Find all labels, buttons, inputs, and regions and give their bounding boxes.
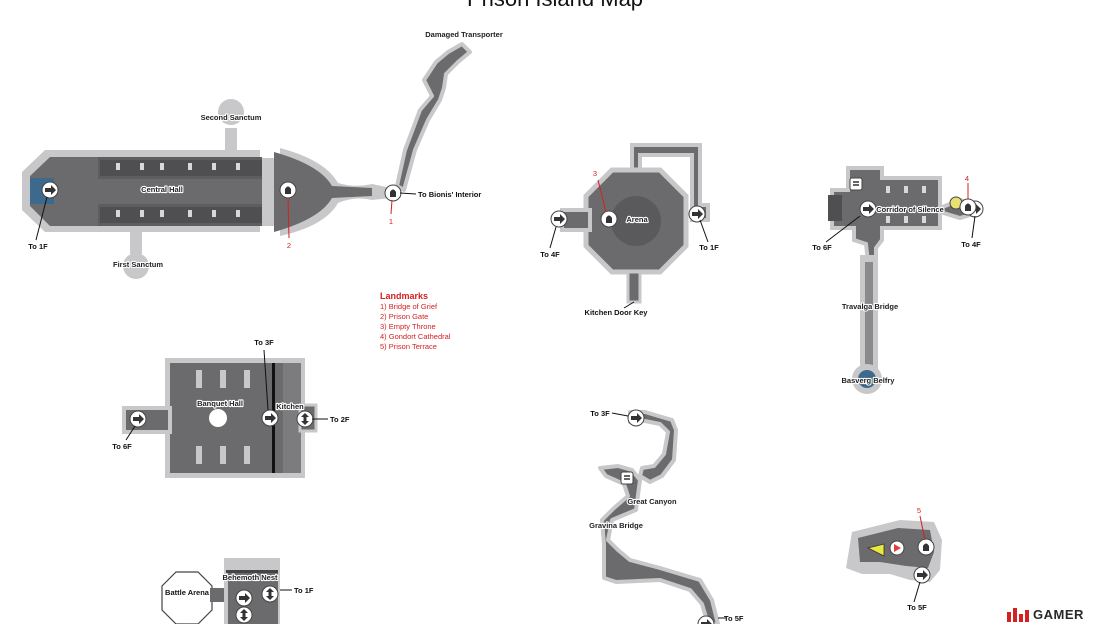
central-hall-label: Central Hall bbox=[141, 185, 183, 194]
landmarks-legend: Landmarks 1) Bridge of Grief 2) Prison G… bbox=[380, 291, 450, 352]
legend-item: 1) Bridge of Grief bbox=[380, 302, 438, 311]
gamer-logo: GAMER bbox=[1007, 607, 1084, 622]
landmark-number: 5 bbox=[917, 506, 921, 515]
save-icon[interactable] bbox=[889, 540, 905, 556]
legend-item: 4) Gondort Cathedral bbox=[380, 332, 451, 341]
floor-link-label[interactable]: To 4F bbox=[540, 250, 560, 259]
landmark-number: 3 bbox=[593, 169, 597, 178]
legend-item: 5) Prison Terrace bbox=[380, 342, 437, 351]
quest-icon[interactable] bbox=[849, 177, 863, 191]
travalga-bridge-label: Travalga Bridge bbox=[842, 302, 898, 311]
landmark-number: 2 bbox=[287, 241, 291, 250]
warp-arrow-icon[interactable] bbox=[550, 210, 568, 228]
floor-link-label[interactable]: To 5F bbox=[724, 614, 744, 623]
floor-link-label[interactable]: To 6F bbox=[112, 442, 132, 451]
legend-item: 3) Empty Throne bbox=[380, 322, 436, 331]
floor-link-label[interactable]: To 3F bbox=[590, 409, 610, 418]
basverg-belfry-label: Basverg Belfry bbox=[842, 376, 896, 385]
logo-mark-icon bbox=[1007, 607, 1029, 622]
warp-arrow-icon[interactable] bbox=[235, 589, 253, 607]
warp-arrow-icon[interactable] bbox=[261, 409, 279, 427]
first-sanctum-label: First Sanctum bbox=[113, 260, 163, 269]
legend-item: 2) Prison Gate bbox=[380, 312, 429, 321]
gravina-bridge-path bbox=[598, 464, 720, 624]
kitchen-door-key-label: Kitchen Door Key bbox=[585, 308, 649, 317]
corridor-region bbox=[828, 166, 982, 394]
logo-text: GAMER bbox=[1033, 607, 1084, 622]
floor-link-label[interactable]: To 1F bbox=[28, 242, 48, 251]
floor-link-label[interactable]: To 4F bbox=[961, 240, 981, 249]
floor-link-label[interactable]: To 3F bbox=[254, 338, 274, 347]
warp-arrow-icon[interactable] bbox=[913, 566, 931, 584]
stairs-icon[interactable] bbox=[235, 606, 253, 624]
central-hall-region bbox=[22, 99, 400, 279]
floor-link-label[interactable]: To 6F bbox=[812, 243, 832, 252]
second-sanctum-label: Second Sanctum bbox=[201, 113, 262, 122]
great-canyon-label: Great Canyon bbox=[627, 497, 677, 506]
battle-arena-label: Battle Arena bbox=[165, 588, 210, 597]
landmark-icon[interactable] bbox=[917, 538, 935, 556]
landmark-leaders bbox=[287, 179, 969, 541]
kitchen-label: Kitchen bbox=[276, 402, 304, 411]
banquet-hall-label: Banquet Hall bbox=[197, 399, 243, 408]
stairs-icon[interactable] bbox=[261, 585, 279, 603]
great-canyon-path bbox=[628, 410, 678, 484]
landmark-number: 1 bbox=[389, 217, 393, 226]
warp-arrow-icon[interactable] bbox=[859, 200, 877, 218]
behemoth-nest-label: Behemoth Nest bbox=[222, 573, 278, 582]
legend-heading: Landmarks bbox=[380, 291, 429, 301]
warp-arrow-icon[interactable] bbox=[627, 409, 645, 427]
landmark-icon[interactable] bbox=[279, 181, 297, 199]
to-bionis-interior-label: To Bionis' Interior bbox=[418, 190, 481, 199]
floor-link-label[interactable]: To 1F bbox=[294, 586, 314, 595]
landmark-icon[interactable] bbox=[384, 184, 402, 202]
warp-arrow-icon[interactable] bbox=[129, 410, 147, 428]
floor-link-label[interactable]: To 5F bbox=[907, 603, 927, 612]
corridor-of-silence-label: Corridor of Silence bbox=[876, 205, 944, 214]
landmark-icon[interactable] bbox=[600, 210, 618, 228]
landmark-icon[interactable] bbox=[959, 198, 977, 216]
floor-link-label[interactable]: To 1F bbox=[699, 243, 719, 252]
gravina-bridge-label: Gravina Bridge bbox=[589, 521, 643, 530]
damaged-transporter-path bbox=[395, 42, 472, 192]
map-title: Prison Island Map bbox=[0, 0, 1110, 12]
banquet-hall-region bbox=[122, 358, 318, 478]
warp-arrow-icon[interactable] bbox=[41, 181, 59, 199]
floor-link-label[interactable]: To 2F bbox=[330, 415, 350, 424]
leader-lines bbox=[35, 192, 976, 619]
damaged-transporter-label: Damaged Transporter bbox=[425, 30, 503, 39]
arena-label: Arena bbox=[626, 215, 648, 224]
stairs-icon[interactable] bbox=[296, 410, 314, 428]
landmark-number: 4 bbox=[965, 174, 969, 183]
quest-icon[interactable] bbox=[620, 471, 634, 485]
warp-arrow-icon[interactable] bbox=[688, 205, 706, 223]
